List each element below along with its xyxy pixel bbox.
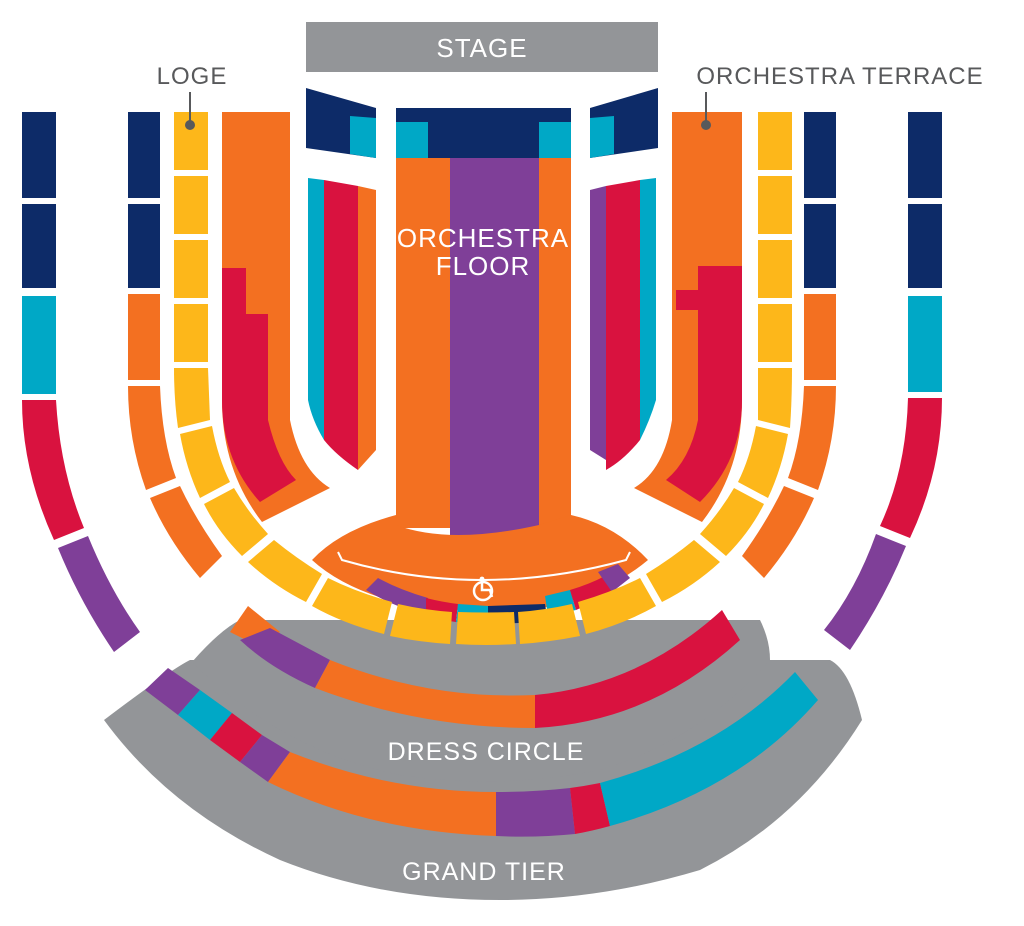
box-right-stage-teal[interactable] bbox=[590, 116, 614, 158]
box-left-stage-teal[interactable] bbox=[350, 116, 376, 158]
box-right-outer-teal[interactable] bbox=[908, 296, 942, 392]
grand-tier-seats-crimson-center[interactable] bbox=[570, 783, 610, 834]
loge-box[interactable] bbox=[518, 604, 580, 644]
loge-box[interactable] bbox=[758, 112, 792, 170]
loge-box[interactable] bbox=[174, 240, 208, 298]
box-left-outer-teal[interactable] bbox=[22, 296, 56, 394]
box-right-ring2-navy[interactable] bbox=[804, 204, 836, 288]
box-left-ring2-orange[interactable] bbox=[128, 386, 176, 490]
orchestra-left-side-teal[interactable] bbox=[308, 178, 324, 440]
box-right-ring2-navy[interactable] bbox=[804, 112, 836, 198]
loge-box[interactable] bbox=[456, 612, 516, 645]
orchestra-floor-orange-left[interactable] bbox=[396, 158, 450, 528]
loge-box[interactable] bbox=[700, 488, 764, 556]
orchestra-floor-teal-left[interactable] bbox=[396, 122, 428, 158]
box-right-outer-crimson[interactable] bbox=[880, 398, 942, 538]
stage bbox=[306, 22, 658, 72]
loge-box[interactable] bbox=[390, 604, 452, 644]
loge-box[interactable] bbox=[758, 176, 792, 234]
loge-box[interactable] bbox=[312, 578, 392, 634]
terrace-right-crimson[interactable] bbox=[666, 266, 742, 502]
grand-tier-seats-orange[interactable] bbox=[268, 752, 496, 836]
box-left-outer-purple[interactable] bbox=[58, 536, 140, 652]
orchestra-floor-rear-orange[interactable] bbox=[312, 515, 648, 610]
grand-tier-seats-teal-right[interactable] bbox=[600, 672, 818, 826]
orchestra-left-side-crimson[interactable] bbox=[324, 180, 358, 470]
grand-tier-seats-purple-left[interactable] bbox=[145, 668, 200, 715]
orchestra-floor-purple-center[interactable] bbox=[450, 158, 539, 543]
box-left-ring2-orange[interactable] bbox=[128, 294, 160, 380]
loge-label: LOGE bbox=[157, 63, 228, 90]
orchestra-terrace-pointer-dot bbox=[701, 120, 711, 130]
orchestra-left-side-orange[interactable] bbox=[358, 186, 376, 470]
box-left-outer-navy[interactable] bbox=[22, 204, 56, 288]
orchestra-right-side-teal[interactable] bbox=[640, 178, 656, 440]
box-right-outer-navy[interactable] bbox=[908, 204, 942, 288]
box-left-ring2-orange[interactable] bbox=[150, 486, 222, 578]
box-left-ring2-navy[interactable] bbox=[128, 204, 160, 288]
loge-box[interactable] bbox=[738, 426, 788, 498]
orchestra-floor-teal-right[interactable] bbox=[539, 122, 571, 158]
grand-tier-seats-purple-left2[interactable] bbox=[240, 735, 290, 782]
loge-left-column bbox=[174, 112, 792, 645]
orchestra-terrace-label: ORCHESTRA TERRACE bbox=[696, 63, 983, 90]
orchestra-floor-label-line1: ORCHESTRA bbox=[397, 223, 569, 253]
box-right-ring2-orange[interactable] bbox=[742, 486, 814, 578]
orchestra-rear-purple-left[interactable] bbox=[366, 578, 428, 616]
grand-tier-label: GRAND TIER bbox=[402, 858, 566, 886]
orchestra-rear-purple-right[interactable] bbox=[598, 564, 630, 592]
loge-box[interactable] bbox=[174, 176, 208, 234]
loge-box[interactable] bbox=[174, 368, 210, 428]
loge-box[interactable] bbox=[180, 426, 230, 498]
loge-box[interactable] bbox=[758, 368, 792, 428]
box-right-ring2-orange[interactable] bbox=[788, 386, 836, 490]
dress-circle-label: DRESS CIRCLE bbox=[388, 738, 585, 766]
grand-tier-seats-crimson-left[interactable] bbox=[210, 713, 262, 762]
terrace-left-crimson[interactable] bbox=[222, 268, 296, 502]
box-left-outer-navy[interactable] bbox=[22, 112, 56, 198]
loge-box[interactable] bbox=[248, 540, 322, 602]
box-left-outer-crimson[interactable] bbox=[22, 400, 84, 540]
loge-box[interactable] bbox=[646, 540, 720, 602]
loge-box[interactable] bbox=[758, 240, 792, 298]
loge-box[interactable] bbox=[174, 304, 208, 362]
loge-box[interactable] bbox=[204, 488, 268, 556]
box-left-ring2-navy[interactable] bbox=[128, 112, 160, 198]
dress-circle-seats-orange[interactable] bbox=[315, 660, 535, 728]
loge-box[interactable] bbox=[578, 578, 656, 634]
box-right-outer-purple[interactable] bbox=[824, 534, 906, 650]
orchestra-floor-label-line2: FLOOR bbox=[436, 251, 531, 281]
box-right-outer-navy[interactable] bbox=[908, 112, 942, 198]
orchestra-floor-orange-right[interactable] bbox=[539, 158, 571, 528]
box-right-ring2-orange[interactable] bbox=[804, 294, 836, 380]
orchestra-right-side-purple[interactable] bbox=[590, 186, 606, 460]
dress-circle-seats-purple-left[interactable] bbox=[240, 628, 330, 688]
dress-circle-seats-crimson[interactable] bbox=[535, 610, 740, 728]
loge-box[interactable] bbox=[758, 304, 792, 362]
orchestra-right-side-crimson[interactable] bbox=[606, 180, 640, 470]
stage-label: STAGE bbox=[436, 33, 527, 63]
wheelchair-accessible-icon bbox=[472, 576, 494, 602]
grand-tier-seats-teal-left[interactable] bbox=[178, 690, 232, 740]
loge-pointer-dot bbox=[185, 120, 195, 130]
grand-tier-seats-purple-center[interactable] bbox=[496, 788, 575, 837]
